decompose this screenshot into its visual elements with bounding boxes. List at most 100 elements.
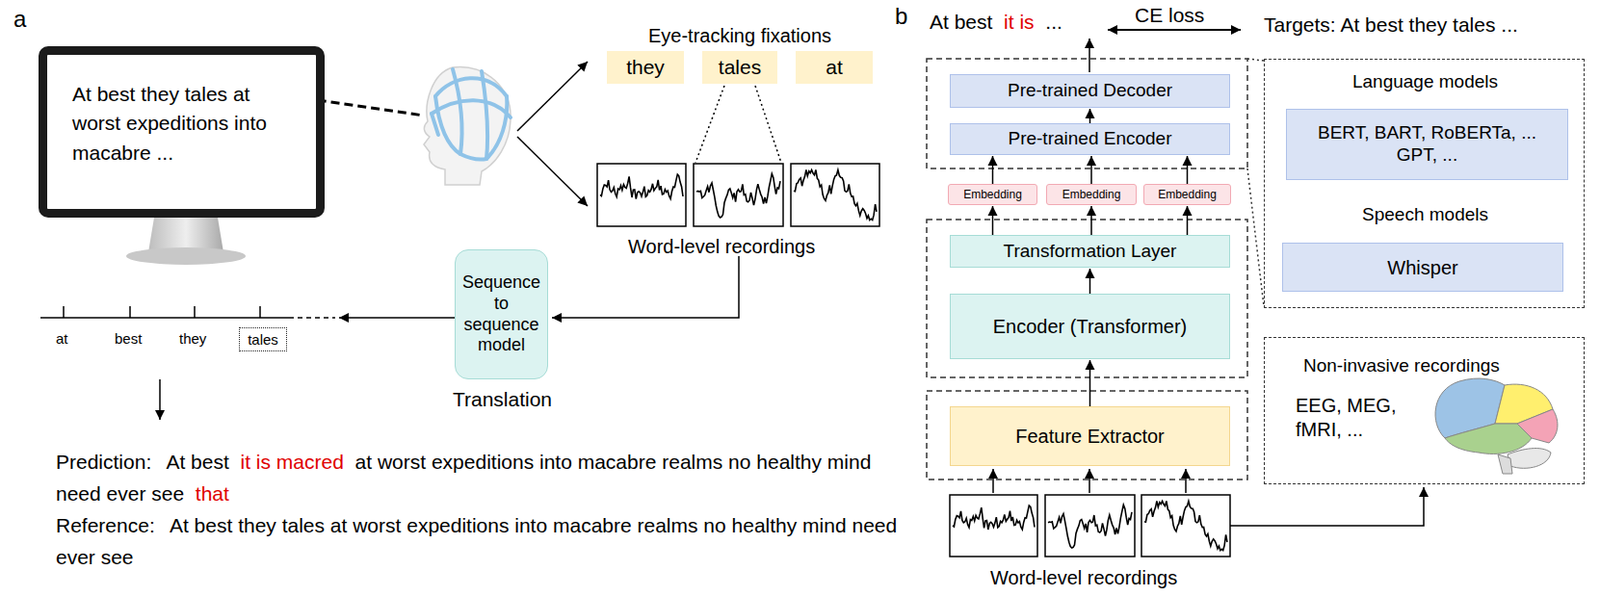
label: Word-level recordings <box>990 566 1178 590</box>
waveform <box>793 170 877 221</box>
model-box: Sequence to sequence modelTranslation <box>454 249 549 380</box>
node-body: Encoder (Transformer) <box>950 294 1230 359</box>
timeline <box>40 306 336 318</box>
node-text: Embedding <box>963 187 1023 202</box>
embedding-box: Embedding <box>1143 183 1232 206</box>
arrow <box>992 469 995 494</box>
node-body: Whisper <box>1283 243 1563 291</box>
node-body: tales <box>702 51 778 84</box>
sentence-text: At best they tales at worst expeditions … <box>55 514 897 569</box>
label: best <box>114 330 142 348</box>
node-body: Feature Extractor <box>950 407 1230 466</box>
monitor-stand <box>148 217 224 253</box>
text-line: Reference: At best they tales at worst e… <box>55 509 914 574</box>
node-text: Encoder (Transformer) <box>993 314 1188 339</box>
zoom-line <box>755 85 782 163</box>
node-text: tales <box>247 331 279 349</box>
node-text: Embedding <box>1062 187 1122 202</box>
leader-line <box>1247 168 1264 307</box>
embedding-box: Embedding <box>947 183 1038 206</box>
label: Targets: At best they tales ... <box>1263 12 1519 37</box>
connector <box>992 206 995 236</box>
node-text: EEG, MEG, fMRI, ... <box>1295 393 1412 443</box>
node-body: Pre-trained Decoder <box>950 75 1230 107</box>
node-text: Feature Extractor <box>1015 424 1165 448</box>
arrow <box>1088 38 1091 73</box>
connector <box>1089 268 1092 294</box>
arrow <box>339 316 455 319</box>
label: b <box>894 2 908 31</box>
head-illustration <box>423 67 511 185</box>
extractor-box: Feature Extractor <box>949 406 1231 467</box>
group-outline <box>926 391 1248 480</box>
group-outline <box>926 219 1248 378</box>
node-text: At best they tales at worst expeditions … <box>72 79 299 168</box>
sentence-text: At best <box>929 10 993 33</box>
decoder-box: Pre-trained Decoder <box>949 74 1231 108</box>
sentence-text: At best <box>165 450 229 473</box>
model-group: Language modelsSpeech modelsBERT, BART, … <box>1263 58 1585 309</box>
node-text: Non-invasive recordings <box>1303 355 1574 378</box>
sentence-text: Prediction: <box>55 450 152 473</box>
node-body: Embedding <box>1144 184 1231 205</box>
arrow <box>1184 469 1187 494</box>
node-text: Pre-trained Decoder <box>1007 79 1173 103</box>
encoder-box: Encoder (Transformer) <box>949 293 1231 360</box>
node-text: Transformation Layer <box>1003 240 1178 263</box>
label: CE loss <box>1134 2 1205 27</box>
recording-group: Non-invasive recordingsEEG, MEG, fMRI, .… <box>1263 337 1585 485</box>
fixation-box: at <box>795 51 873 84</box>
node-text: Whisper <box>1387 256 1458 280</box>
error-text: it is macred <box>240 450 344 473</box>
waveform <box>696 173 781 218</box>
word-box: tales <box>238 327 288 352</box>
node-body: they <box>606 51 684 84</box>
ce-arrow <box>1107 28 1241 31</box>
monitor-base <box>126 247 246 265</box>
waveform <box>600 174 683 200</box>
node-text: Translation <box>397 387 607 412</box>
node-text: Sequence to sequence model <box>462 272 542 356</box>
connector <box>1186 206 1189 236</box>
text-line: Prediction: At best it is macred at wors… <box>55 445 914 510</box>
node-body: Pre-trained Encoder <box>950 124 1230 155</box>
node-text: they <box>626 54 665 79</box>
monitor-screen: At best they tales at worst expeditions … <box>38 46 325 218</box>
embedding-box: Embedding <box>1046 183 1137 206</box>
waveform <box>1048 504 1132 549</box>
arrow <box>551 256 739 318</box>
node-text: Pre-trained Encoder <box>1007 128 1172 151</box>
zoom-line <box>695 85 725 163</box>
node-text: at <box>825 54 843 79</box>
node-text: Embedding <box>1157 187 1217 202</box>
node-body: at <box>795 51 873 84</box>
node-body: Embedding <box>1047 184 1136 205</box>
node-text: Speech models <box>1264 204 1586 227</box>
waveforms <box>949 495 1231 557</box>
model-box: Whisper <box>1282 242 1564 292</box>
encoder-box: Pre-trained Encoder <box>949 123 1231 156</box>
connector <box>1090 206 1093 236</box>
sentence-text: ... <box>1045 10 1063 33</box>
label: a <box>13 5 27 34</box>
node-text: tales <box>718 54 761 79</box>
arrow <box>517 61 588 132</box>
node-text: BERT, BART, RoBERTa, ... GPT, ... <box>1302 122 1553 167</box>
leader-line <box>1247 58 1264 61</box>
node-body: Sequence to sequence model <box>455 250 548 379</box>
group-outline <box>926 58 1248 169</box>
arrow <box>158 379 161 420</box>
model-list-box: BERT, BART, RoBERTa, ... GPT, ... <box>1285 108 1569 181</box>
node-body: Embedding <box>948 184 1037 205</box>
fixation-box: tales <box>702 51 778 84</box>
waveform <box>952 505 1035 530</box>
error-text: it is <box>1003 10 1035 33</box>
waveforms <box>597 163 880 227</box>
label: at <box>55 330 69 348</box>
arrow <box>1230 487 1424 526</box>
sentence-text: Reference: <box>55 514 156 537</box>
label: Word-level recordings <box>628 235 815 259</box>
waveform <box>1144 500 1228 551</box>
brain-illustration <box>1435 378 1558 474</box>
